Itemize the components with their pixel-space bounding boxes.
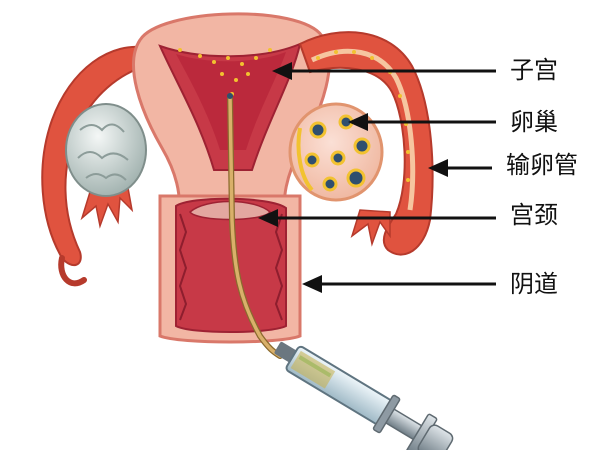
arrow-ovary — [348, 113, 496, 131]
label-ovary: 卵巢 — [510, 108, 558, 136]
catheter — [227, 93, 283, 359]
label-uterus: 子宫 — [510, 56, 558, 84]
label-cervix: 宫颈 — [510, 201, 558, 229]
cervix-vagina — [158, 194, 302, 344]
arrow-cervix — [258, 209, 496, 227]
label-vagina: 阴道 — [510, 270, 558, 298]
left-ovary — [65, 103, 147, 197]
label-arrows — [258, 62, 496, 293]
arrow-uterus — [272, 62, 496, 80]
sperm-markers — [178, 48, 410, 182]
right-ovary — [288, 102, 384, 202]
label-fallopian-tube: 输卵管 — [506, 151, 578, 179]
arrow-fallopian-tube — [428, 159, 492, 177]
arrow-vagina — [302, 275, 496, 293]
syringe — [274, 341, 454, 450]
